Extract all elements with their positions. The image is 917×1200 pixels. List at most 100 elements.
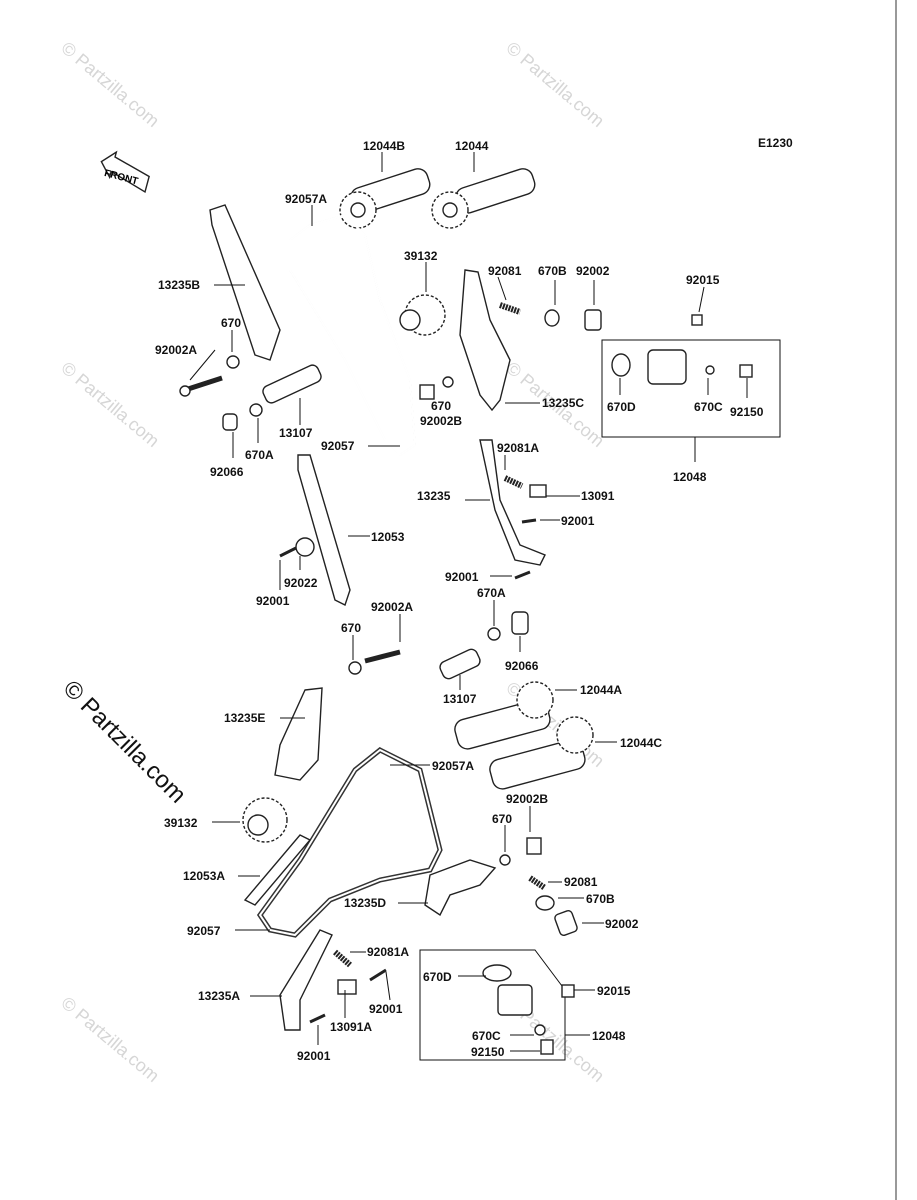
label-13091A: 13091A: [330, 1020, 372, 1034]
label-12044C: 12044C: [620, 736, 662, 750]
label-92066-bot: 92066: [505, 659, 539, 673]
label-39132-top: 39132: [404, 249, 438, 263]
watermark: © Partzilla.com: [502, 38, 608, 131]
label-92002-top: 92002: [576, 264, 610, 278]
label-92150-bot: 92150: [471, 1045, 505, 1059]
label-13107-top: 13107: [279, 426, 313, 440]
spring-92081-top: [499, 302, 521, 315]
bolt-92150-top: [739, 364, 753, 378]
oring-670B-top: [544, 309, 560, 327]
arm-13235: [479, 439, 546, 566]
label-92001-d: 92001: [369, 1002, 403, 1016]
label-13235: 13235: [417, 489, 451, 503]
camshaft-12044: [431, 168, 536, 229]
label-92002A-top: 92002A: [155, 343, 197, 357]
label-12053A: 12053A: [183, 869, 225, 883]
label-92002B-top: 92002B: [420, 414, 462, 428]
oring-670-top: [226, 355, 240, 369]
cam-chain-top-inner: [289, 213, 417, 457]
label-12053: 12053: [371, 530, 405, 544]
bolt-92001-d: [369, 968, 387, 982]
label-12048-top: 12048: [673, 470, 707, 484]
plug-92066-bot: [511, 611, 529, 635]
label-670A-bot: 670A: [477, 586, 506, 600]
label-670D-bot: 670D: [423, 970, 452, 984]
washer-92022: [295, 537, 315, 557]
label-13235C: 13235C: [542, 396, 584, 410]
guide-12053: [297, 454, 351, 606]
watermark: © Partzilla.com: [57, 993, 163, 1086]
label-92002B-bot: 92002B: [506, 792, 548, 806]
watermark: © Partzilla.com: [57, 38, 163, 131]
bracket-13091: [529, 484, 547, 498]
chain-guide-13235B: [209, 204, 281, 361]
arm-13235A: [279, 929, 333, 1031]
label-670C-bot: 670C: [472, 1029, 501, 1043]
label-92001-c: 92001: [445, 570, 479, 584]
oring-670B-bot: [535, 895, 555, 911]
label-92002-bot: 92002: [605, 917, 639, 931]
watermark: © Partzilla.com: [57, 358, 163, 451]
shaft-13107-top: [262, 364, 322, 404]
spring-92081A-bot: [333, 949, 352, 968]
front-arrow: FRONT: [100, 150, 150, 194]
label-92022: 92022: [284, 576, 318, 590]
bracket-13091A: [337, 979, 357, 995]
label-670A-top: 670A: [245, 448, 274, 462]
plug-92066-top: [222, 413, 238, 431]
arm-13235D: [424, 859, 497, 917]
bolt-92002B-bot: [526, 837, 542, 855]
oring-670C-top: [705, 365, 715, 375]
camshaft-12044B: [339, 168, 431, 229]
label-670B-top: 670B: [538, 264, 567, 278]
bolt-92150-bot: [540, 1039, 554, 1055]
guide-13235E: [274, 687, 323, 781]
camshaft-12044C: [489, 739, 586, 790]
label-92081-bot: 92081: [564, 875, 598, 889]
oring-670-bot2: [499, 854, 511, 866]
bolt-92002-top: [584, 309, 602, 331]
bolt-92001-b: [279, 546, 297, 558]
label-670-mid: 670: [431, 399, 451, 413]
label-39132-bot: 39132: [164, 816, 198, 830]
gear-39132-hub: [399, 309, 421, 331]
label-12044B: 12044B: [363, 139, 405, 153]
label-92057A-bot: 92057A: [432, 759, 474, 773]
top-assembly: [179, 168, 781, 606]
bottom-assembly: [242, 611, 594, 1061]
oring-670C-bot: [534, 1024, 546, 1036]
bolt-92015-top: [691, 314, 703, 326]
label-670D-top: 670D: [607, 400, 636, 414]
bolt-92002A-bot: [364, 649, 401, 664]
label-92001-e: 92001: [297, 1049, 331, 1063]
oring-670D-top: [611, 353, 631, 377]
guide-12053A: [243, 834, 312, 906]
label-12044: 12044: [455, 139, 489, 153]
label-670-bot: 670: [341, 621, 361, 635]
label-13107-bot: 13107: [443, 692, 477, 706]
bolt-92002B-top: [419, 384, 435, 400]
label-92066-top: 92066: [210, 465, 244, 479]
label-670-top: 670: [221, 316, 241, 330]
label-12048-bot: 12048: [592, 1029, 626, 1043]
label-13091: 13091: [581, 489, 615, 503]
label-92057A-top: 92057A: [285, 192, 327, 206]
label-13235D: 13235D: [344, 896, 386, 910]
label-92057-top: 92057: [321, 439, 355, 453]
bolt-92015-bot: [561, 984, 575, 998]
label-12044A: 12044A: [580, 683, 622, 697]
oring-670D-bot: [482, 964, 512, 982]
watermark-main: © Partzilla.com: [58, 675, 191, 808]
oring-670-bot: [348, 661, 362, 675]
label-92081-top: 92081: [488, 264, 522, 278]
label-92015-top: 92015: [686, 273, 720, 287]
oring-670A-bot: [487, 627, 501, 641]
tensioner-box-bot: [419, 949, 566, 1061]
label-670C-top: 670C: [694, 400, 723, 414]
label-92015-bot: 92015: [597, 984, 631, 998]
cam-chain-bottom-inner: [258, 748, 442, 937]
diagram-code: E1230: [758, 136, 793, 150]
bolt-92002A-top: [184, 375, 223, 393]
tensioner-12048-bot: [497, 984, 533, 1016]
label-92081A-bot: 92081A: [367, 945, 409, 959]
